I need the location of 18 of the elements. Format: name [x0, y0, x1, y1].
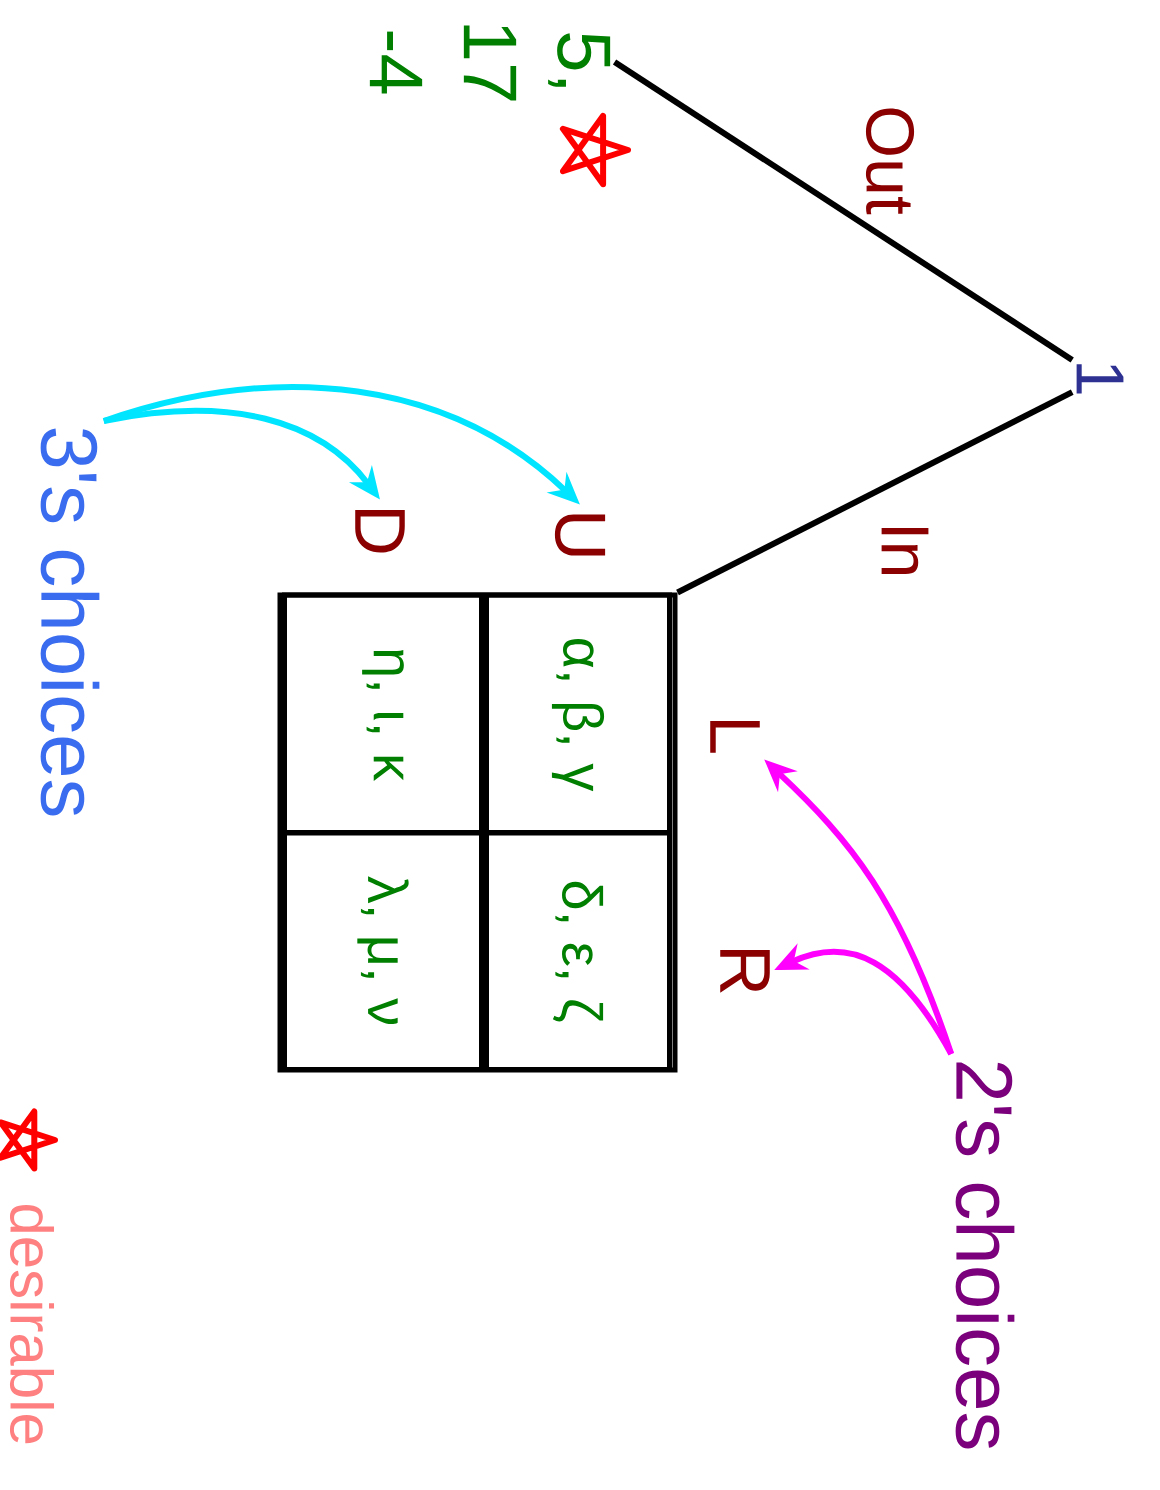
matrix-cell: λ, μ, ν — [282, 830, 484, 1072]
matrix-cell: α, β, γ — [484, 592, 672, 836]
player-choices-label: 2's choices — [955, 1062, 1015, 1449]
edge-label: In — [879, 519, 931, 581]
strategy-label: U — [554, 514, 606, 556]
edge-label: Out — [863, 103, 917, 217]
payoff-text: 5, 17 -4 — [369, 25, 611, 101]
branch-line — [612, 59, 1074, 363]
payoff-matrix — [277, 592, 678, 1073]
strategy-label: L — [710, 720, 760, 753]
branch-line — [676, 389, 1074, 596]
player-choices-label: 3's choices — [40, 428, 100, 816]
player-label: 1 — [1076, 364, 1124, 394]
strategy-label: R — [720, 949, 770, 993]
matrix-cell: η, ι, κ — [282, 592, 484, 836]
legend-text: desirable — [9, 1204, 55, 1444]
strategy-label: D — [355, 509, 405, 553]
matrix-cell: δ, ε, ζ — [484, 830, 672, 1072]
